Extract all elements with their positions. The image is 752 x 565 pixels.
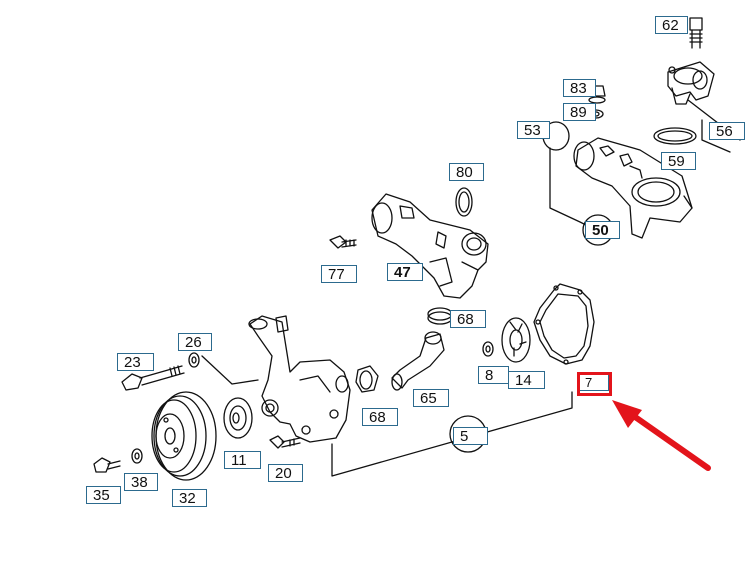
bolt-23	[121, 365, 185, 391]
gasket-7	[533, 283, 595, 365]
callout-89[interactable]: 89	[563, 103, 596, 121]
callout-59[interactable]: 59	[661, 152, 696, 170]
callout-53[interactable]: 53	[517, 121, 550, 139]
callout-23[interactable]: 23	[117, 353, 154, 371]
washer-26	[188, 352, 200, 368]
washer-38	[131, 448, 143, 464]
callout-35[interactable]: 35	[86, 486, 121, 504]
gasket-80	[455, 187, 473, 217]
pointer-arrow-icon	[612, 400, 711, 471]
coolant-distributor-50	[573, 137, 693, 239]
leader-line-5	[331, 391, 573, 477]
callout-7[interactable]: 7	[578, 373, 609, 391]
callout-14[interactable]: 14	[508, 371, 545, 389]
callout-20[interactable]: 20	[268, 464, 303, 482]
coolant-housing-47	[371, 193, 489, 299]
callout-5[interactable]: 5	[453, 427, 488, 445]
impeller-14	[501, 317, 531, 363]
coolant-hose-65	[391, 333, 445, 389]
hub-11	[223, 397, 253, 439]
callout-47[interactable]: 47	[387, 263, 423, 281]
bolt-62	[689, 17, 703, 49]
callout-83[interactable]: 83	[563, 79, 596, 97]
hose-clamp-68-lower	[355, 365, 379, 393]
callout-8[interactable]: 8	[478, 366, 509, 384]
callout-56[interactable]: 56	[709, 122, 745, 140]
callout-68-lower[interactable]: 68	[362, 408, 398, 426]
callout-38[interactable]: 38	[124, 473, 158, 491]
callout-65[interactable]: 65	[413, 389, 449, 407]
pulley-32	[151, 391, 217, 481]
callout-26[interactable]: 26	[178, 333, 212, 351]
gasket-59	[653, 127, 697, 145]
thermostat-housing	[667, 61, 715, 105]
water-pump	[248, 315, 351, 443]
callout-68-upper[interactable]: 68	[450, 310, 486, 328]
callout-32[interactable]: 32	[172, 489, 207, 507]
bolt-35	[93, 457, 121, 473]
callout-62[interactable]: 62	[655, 16, 688, 34]
callout-77[interactable]: 77	[321, 265, 357, 283]
bolt-20	[269, 435, 301, 449]
callout-11[interactable]: 11	[224, 451, 261, 469]
callout-50[interactable]: 50	[585, 221, 620, 239]
callout-80[interactable]: 80	[449, 163, 484, 181]
bolt-77	[329, 235, 357, 249]
seal-ring-8	[482, 341, 494, 357]
